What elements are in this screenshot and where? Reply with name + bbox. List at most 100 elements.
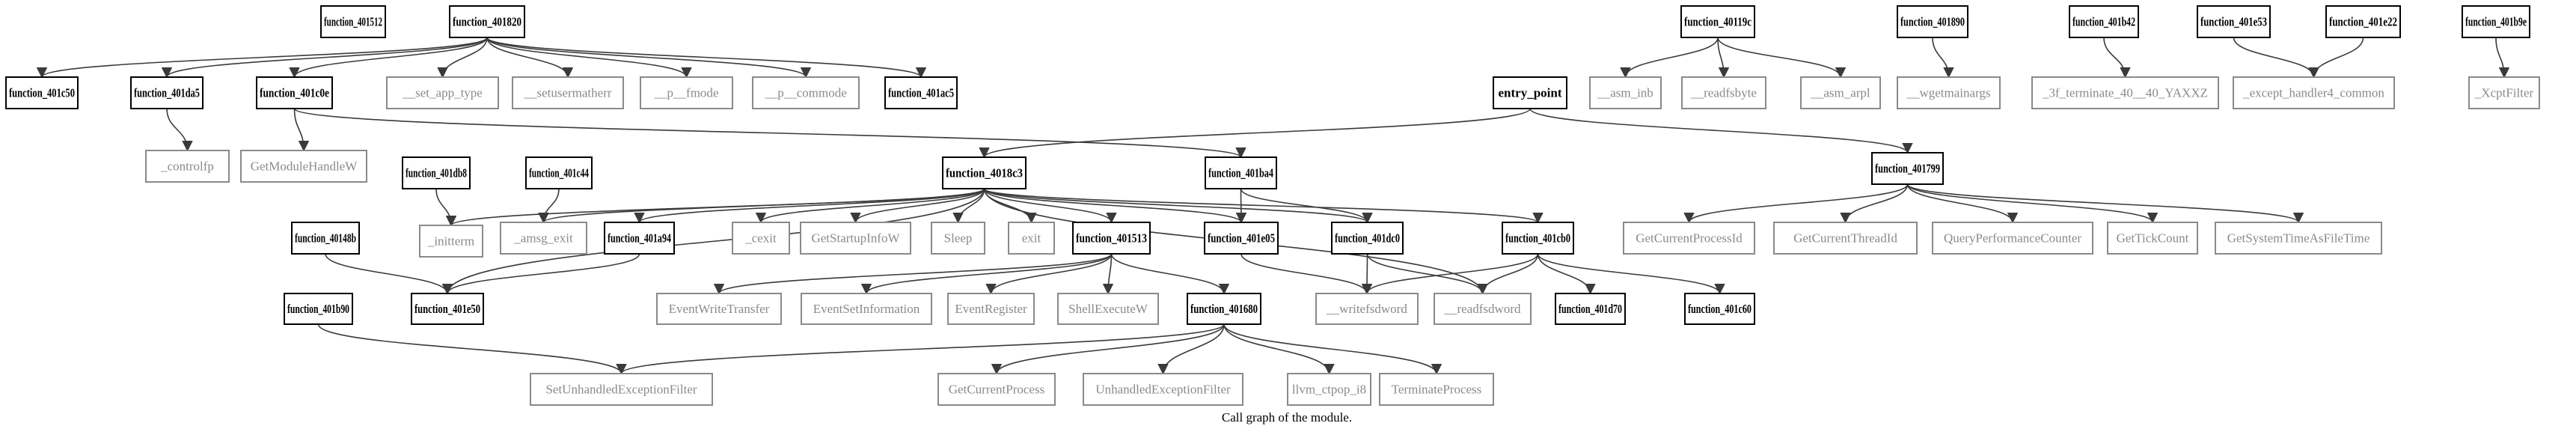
node-box — [656, 293, 782, 325]
import-node-xcptfilter[interactable]: _XcptFilter — [2468, 76, 2540, 109]
import-node-wgetmainargs[interactable]: __wgetmainargs — [1897, 76, 2001, 109]
call-edge — [441, 188, 985, 295]
import-node-eventsetinformation[interactable]: EventSetInformation — [801, 293, 932, 325]
import-node-cexit[interactable]: _cexit — [732, 222, 790, 255]
node-box — [1589, 76, 1662, 109]
import-node-asm_arpl[interactable]: __asm_arpl — [1800, 76, 1881, 109]
call-edge — [1157, 323, 1225, 375]
import-node-except_handler4[interactable]: _except_handler4_common — [2233, 76, 2395, 109]
import-node-setunhandled[interactable]: SetUnhandledExceptionFilter — [530, 373, 713, 406]
import-node-terminateprocess[interactable]: TerminateProcess — [1379, 373, 1494, 406]
call-edge — [538, 188, 985, 224]
import-node-eventwritetransfer[interactable]: EventWriteTransfer — [656, 293, 782, 325]
import-node-gettickcount[interactable]: GetTickCount — [2107, 222, 2198, 255]
node-box — [1773, 222, 1918, 255]
function-node-n401a94[interactable]: function_401a94 — [604, 222, 675, 255]
function-node-n401ba4[interactable]: function_401ba4 — [1205, 156, 1277, 189]
import-node-readfsdword[interactable]: __readfsdword — [1434, 293, 1532, 325]
node-box — [2197, 5, 2271, 38]
call-edge — [979, 108, 1531, 159]
import-node-llvm_ctpop[interactable]: llvm_ctpop_i8 — [1287, 373, 1371, 406]
node-box — [2031, 76, 2219, 109]
node-box — [240, 150, 367, 183]
import-node-getmodulehandlew[interactable]: GetModuleHandleW — [240, 150, 367, 183]
import-node-asm_inb[interactable]: __asm_inb — [1589, 76, 1662, 109]
node-box — [449, 5, 525, 38]
node-box — [130, 76, 204, 109]
import-node-writefsdword[interactable]: __writefsdword — [1315, 293, 1419, 325]
function-node-n401c60[interactable]: function_401c60 — [1684, 293, 1755, 325]
call-edge — [1223, 323, 1335, 375]
function-node-n401513[interactable]: function_401513 — [1072, 222, 1151, 255]
function-node-n401512[interactable]: function_401512 — [320, 5, 386, 38]
function-node-n40119c[interactable]: function_40119c — [1680, 5, 1755, 38]
import-node-getcurrentprocess[interactable]: GetCurrentProcess — [937, 373, 1056, 406]
import-node-sleep[interactable]: Sleep — [931, 222, 985, 255]
call-edge — [755, 188, 985, 224]
function-node-n401dc0[interactable]: function_401dc0 — [1331, 222, 1404, 255]
function-node-n40148b[interactable]: function_40148b — [291, 222, 360, 255]
function-node-n401e05[interactable]: function_401e05 — [1204, 222, 1279, 255]
import-node-getcurrentprocessid[interactable]: GetCurrentProcessId — [1623, 222, 1755, 255]
import-node-setusermatherr[interactable]: __setusermatherr — [512, 76, 624, 109]
call-edge — [616, 323, 1225, 375]
import-node-amsg_exit[interactable]: _amsg_exit — [500, 222, 587, 255]
import-node-getsystemtime[interactable]: GetSystemTimeAsFileTime — [2215, 222, 2382, 255]
call-edge — [293, 108, 310, 152]
import-node-queryperf[interactable]: QueryPerformanceCounter — [1932, 222, 2093, 255]
import-node-exit[interactable]: exit — [1008, 222, 1055, 255]
function-node-n401b9e[interactable]: function_401b9e — [2462, 5, 2530, 38]
function-node-n401ac5[interactable]: function_401ac5 — [884, 76, 958, 109]
function-node-n401e50[interactable]: function_401e50 — [411, 293, 484, 325]
function-node-n401b42[interactable]: function_401b42 — [2069, 5, 2139, 38]
import-node-controlfp[interactable]: _controlfp — [145, 150, 230, 183]
call-edge — [1366, 253, 1488, 295]
function-node-n401c50[interactable]: function_401c50 — [5, 76, 79, 109]
call-edge — [486, 37, 692, 79]
import-node-p_commode[interactable]: __p__commode — [752, 76, 860, 109]
function-node-n401799[interactable]: function_401799 — [1871, 152, 1944, 185]
node-box — [419, 225, 483, 258]
node-box — [291, 222, 360, 255]
function-node-n4018c3[interactable]: function_4018c3 — [942, 156, 1027, 189]
function-node-n401c0e[interactable]: function_401c0e — [256, 76, 333, 109]
node-label: exit — [1022, 231, 1041, 246]
import-node-getcurrentthreadid[interactable]: GetCurrentThreadId — [1773, 222, 1918, 255]
import-node-unhandledexceptionfilter[interactable]: UnhandledExceptionFilter — [1083, 373, 1243, 406]
import-node-terminate[interactable]: _3f_terminate_40__40_YAXXZ — [2031, 76, 2219, 109]
import-node-getstartupinfow[interactable]: GetStartupInfoW — [800, 222, 911, 255]
node-label: SetUnhandledExceptionFilter — [545, 383, 697, 397]
function-node-n401b90[interactable]: function_401b90 — [284, 293, 353, 325]
function-node-n401c44[interactable]: function_401c44 — [525, 156, 593, 189]
function-node-n401680[interactable]: function_401680 — [1187, 293, 1261, 325]
function-node-n401da5[interactable]: function_401da5 — [130, 76, 204, 109]
node-label: function_40119c — [1684, 15, 1752, 29]
import-node-shellexecutew[interactable]: ShellExecuteW — [1057, 293, 1159, 325]
node-box — [1434, 293, 1532, 325]
node-box — [512, 76, 624, 109]
import-node-set_app_type[interactable]: __set_app_type — [386, 76, 499, 109]
node-box — [1681, 76, 1766, 109]
call-edge — [293, 108, 1246, 159]
function-node-n401db8[interactable]: function_401db8 — [402, 156, 471, 189]
node-label: function_401c44 — [529, 166, 589, 180]
node-label: __p__fmode — [654, 86, 719, 100]
call-edge — [2495, 37, 2510, 79]
function-node-entry_point[interactable]: entry_point — [1493, 76, 1567, 109]
node-label: function_401820 — [453, 15, 521, 29]
call-edge — [2103, 37, 2131, 79]
import-node-eventregister[interactable]: EventRegister — [947, 293, 1035, 325]
function-node-n401820[interactable]: function_401820 — [449, 5, 525, 38]
import-node-initterm[interactable]: _initterm — [419, 225, 483, 258]
function-node-n401d70[interactable]: function_401d70 — [1555, 293, 1626, 325]
function-node-n401890[interactable]: function_401890 — [1897, 5, 1968, 38]
call-edge — [1361, 253, 1539, 295]
node-box — [2069, 5, 2139, 38]
function-node-n401e53[interactable]: function_401e53 — [2197, 5, 2271, 38]
function-node-n401e22[interactable]: function_401e22 — [2325, 5, 2401, 38]
import-node-p_fmode[interactable]: __p__fmode — [640, 76, 733, 109]
node-box — [937, 373, 1056, 406]
node-label: function_401b42 — [2072, 15, 2135, 29]
function-node-n401cb0[interactable]: function_401cb0 — [1502, 222, 1574, 255]
import-node-readfsbyte[interactable]: __readfsbyte — [1681, 76, 1766, 109]
